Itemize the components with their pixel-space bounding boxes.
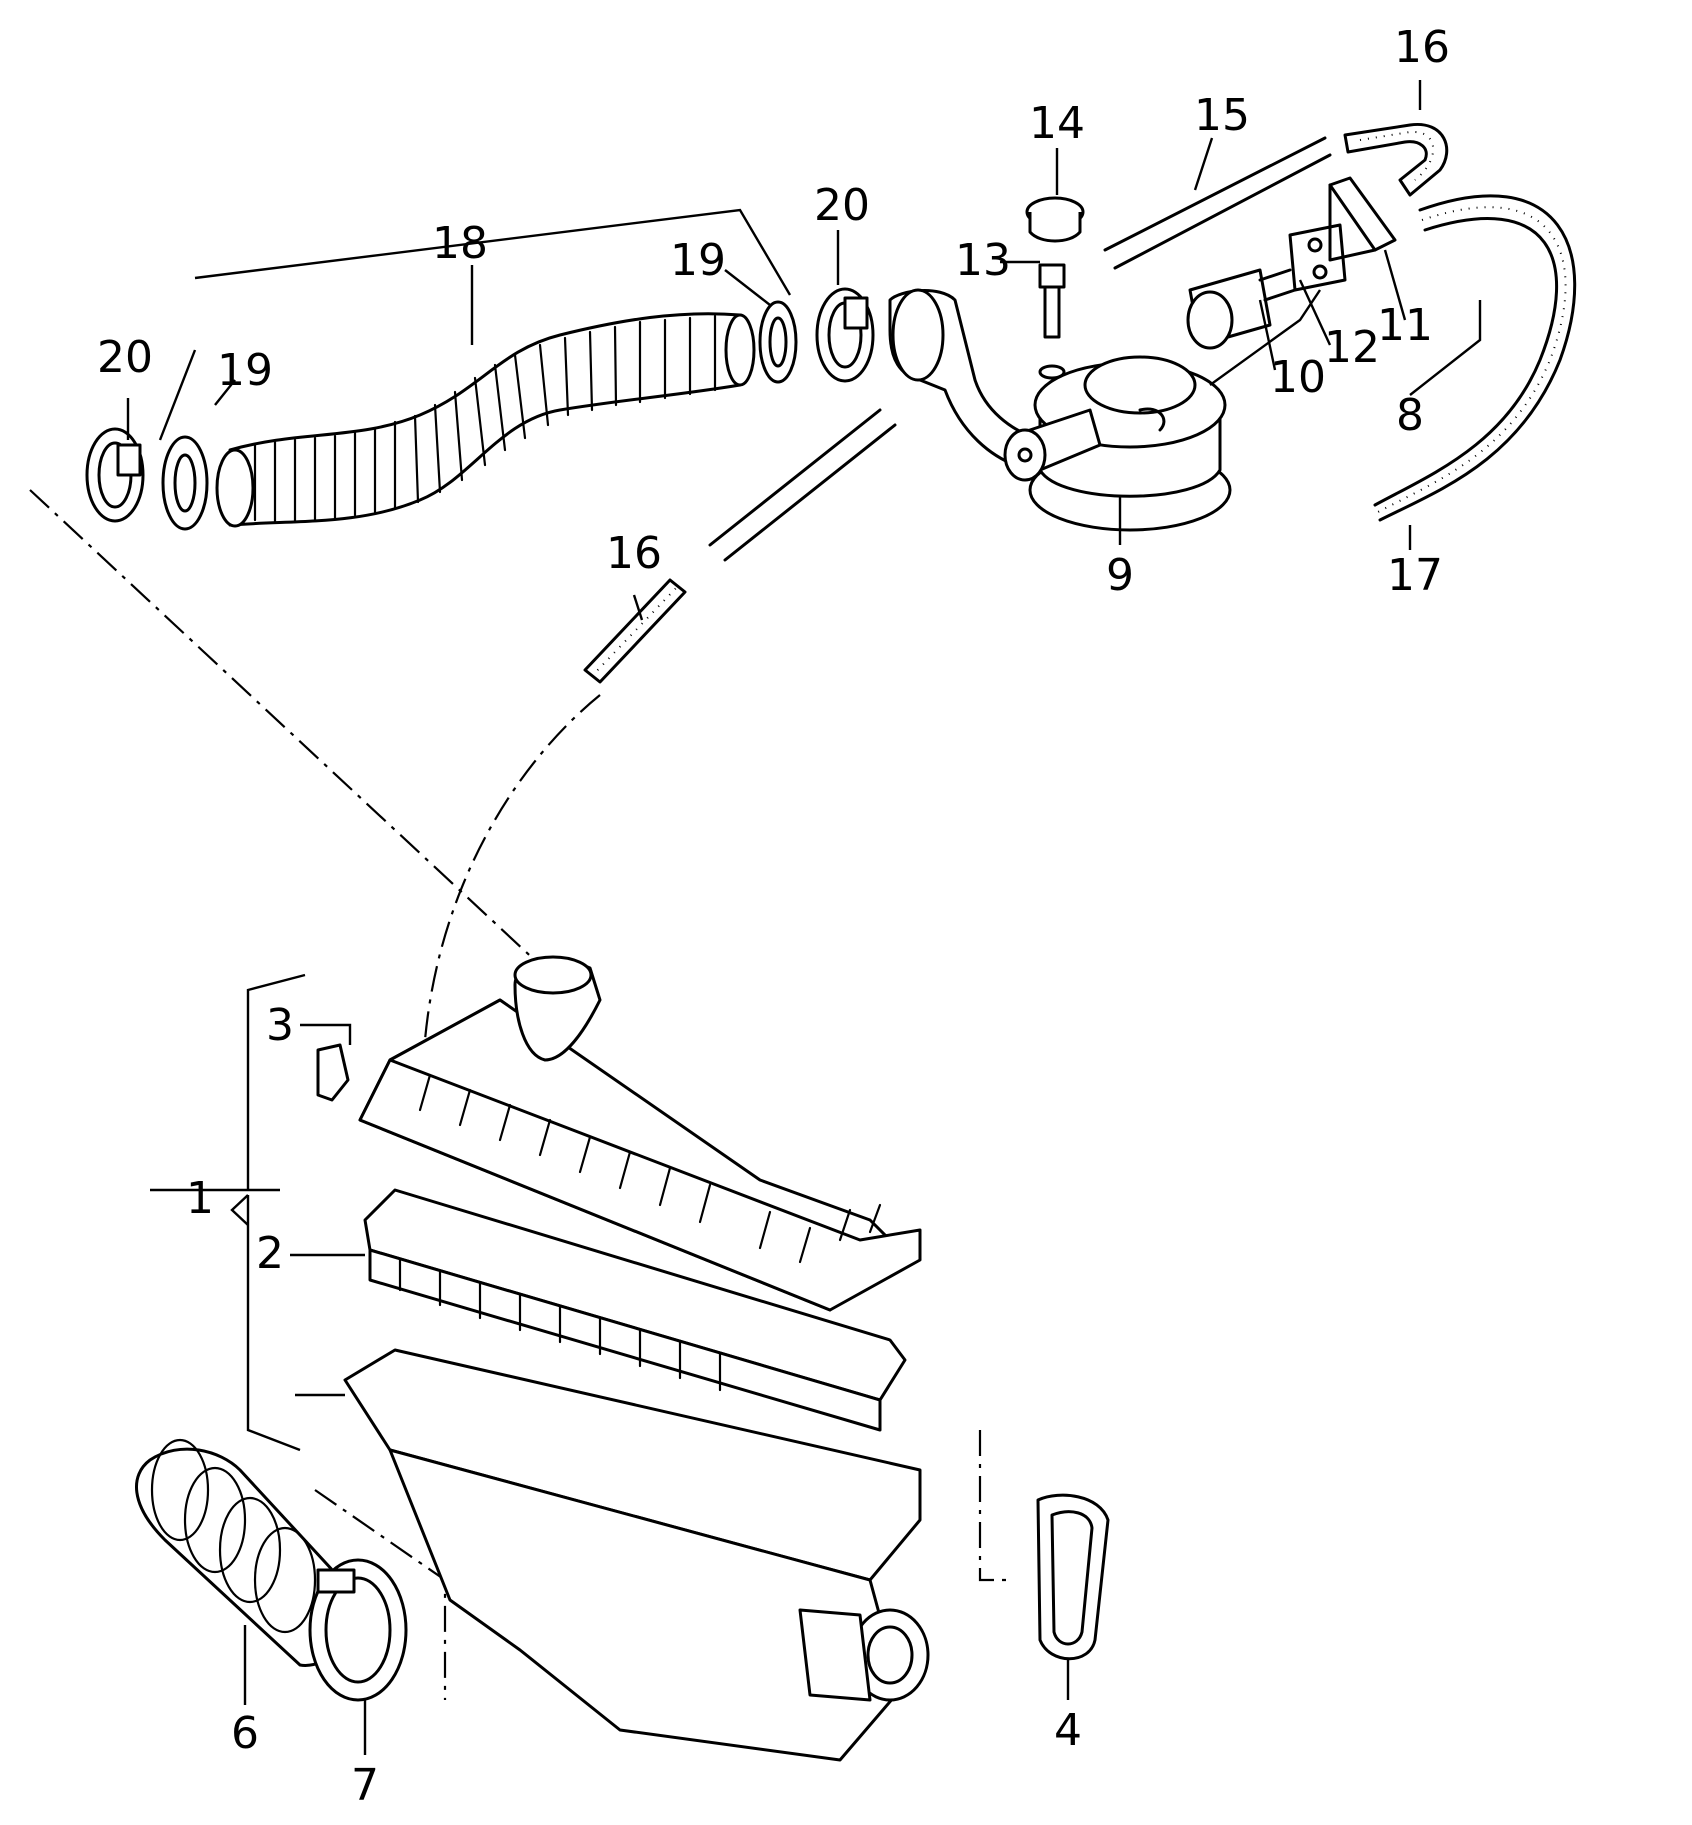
label-part-8: 8 [1396,390,1424,441]
clip-3 [316,1043,350,1102]
bolt-13 [1038,263,1066,380]
part-labels: 1 2 3 4 6 7 8 9 10 11 12 13 14 15 16 16 … [97,22,1450,1811]
hose-clamp-20-left [85,427,145,523]
label-part-14: 14 [1029,98,1085,149]
label-part-16-upper: 16 [1394,22,1450,73]
label-part-2: 2 [256,1228,284,1279]
leader-lines [126,80,1482,1755]
label-part-13: 13 [955,235,1011,286]
label-part-20-left: 20 [97,332,153,383]
intake-hose-18 [215,312,756,528]
label-part-4: 4 [1054,1705,1082,1756]
label-part-19-right: 19 [670,235,726,286]
label-part-12: 12 [1324,322,1380,373]
label-part-9: 9 [1106,550,1134,601]
label-part-11: 11 [1377,300,1433,351]
hose-16-upper [1343,123,1449,197]
label-part-6: 6 [231,1708,259,1759]
seal-ring-4 [1036,1493,1110,1661]
hose-clamp-7 [308,1558,408,1702]
label-part-19-left: 19 [217,345,273,396]
switch-10 [1186,268,1297,350]
hose-17 [1373,194,1577,522]
cap-14 [1025,196,1085,243]
air-filter-housing-lower [343,1348,930,1762]
air-filter-lid [358,955,922,1312]
label-part-18: 18 [432,218,488,269]
hose-16-lower [583,578,687,684]
valve-housing-9 [1003,355,1232,532]
line-to-filter [708,408,897,562]
label-part-3: 3 [266,1000,294,1051]
label-part-15: 15 [1194,90,1250,141]
label-part-16-lower: 16 [606,528,662,579]
label-part-20-right: 20 [814,180,870,231]
sealing-ring-19-left [161,435,209,531]
vacuum-line-15 [1103,136,1332,270]
elbow-connector [888,288,1042,472]
bracket-11 [1328,176,1397,262]
label-part-10: 10 [1270,352,1326,403]
hose-clamp-20-right [815,287,875,383]
label-part-1: 1 [186,1173,214,1224]
sealing-ring-19-right [758,300,798,384]
label-part-7: 7 [351,1760,379,1811]
filter-element-2 [363,1188,907,1432]
label-part-17: 17 [1387,550,1443,601]
